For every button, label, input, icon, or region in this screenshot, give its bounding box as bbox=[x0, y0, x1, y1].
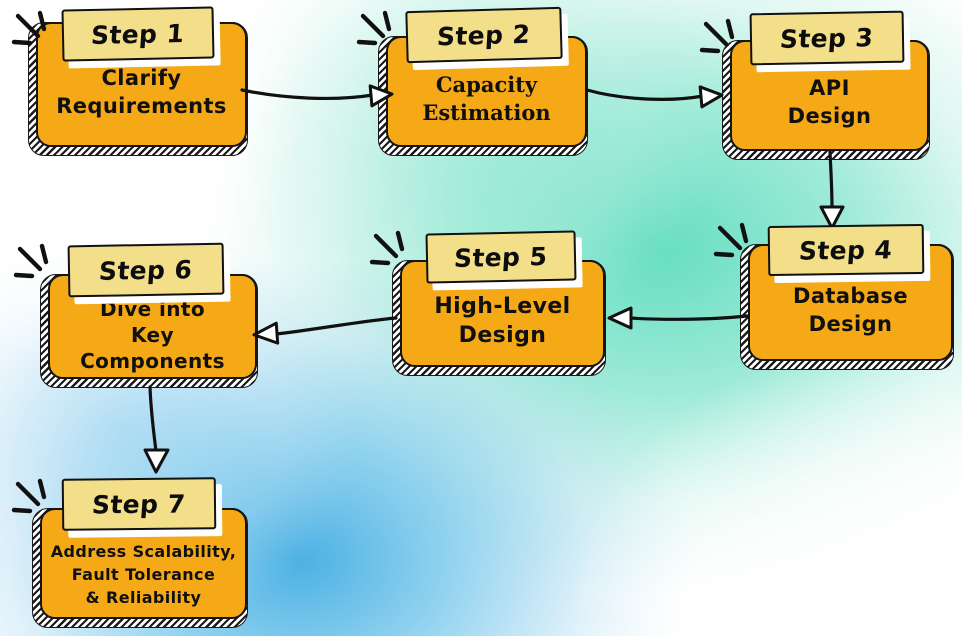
tab-face: Step 4 bbox=[767, 223, 925, 277]
connector-step6-to-step7 bbox=[128, 385, 188, 485]
step-body-text: Capacity Estimation bbox=[422, 72, 551, 125]
step-tab-step1[interactable]: Step 1 bbox=[61, 6, 221, 69]
tab-face: Step 2 bbox=[405, 6, 563, 64]
step-tab-step3[interactable]: Step 3 bbox=[749, 10, 911, 73]
step-body-text: API Design bbox=[787, 76, 872, 128]
step-tab-step4[interactable]: Step 4 bbox=[767, 223, 931, 284]
connector-step4-to-step5 bbox=[604, 295, 749, 345]
connector-step2-to-step3 bbox=[585, 72, 730, 132]
tab-face: Step 1 bbox=[61, 6, 215, 62]
tab-face: Step 6 bbox=[67, 242, 225, 298]
connector-step1-to-step2 bbox=[240, 70, 400, 130]
tab-face: Step 3 bbox=[749, 10, 905, 66]
step-tab-label: Step 4 bbox=[798, 234, 894, 266]
step-tab-label: Step 3 bbox=[779, 22, 875, 54]
step-body-text: High-Level Design bbox=[434, 293, 571, 348]
step-tab-label: Step 5 bbox=[453, 241, 549, 273]
sparkle-burst-icon bbox=[355, 10, 401, 56]
step-tab-label: Step 7 bbox=[91, 488, 187, 520]
step-body-text: Clarify Requirements bbox=[56, 66, 227, 118]
step-tab-label: Step 1 bbox=[90, 18, 186, 50]
connector-step3-to-step4 bbox=[812, 150, 872, 236]
sparkle-burst-icon bbox=[10, 478, 56, 524]
step-tab-step2[interactable]: Step 2 bbox=[405, 6, 569, 70]
step-tab-label: Step 6 bbox=[98, 254, 194, 286]
step-tab-step7[interactable]: Step 7 bbox=[61, 477, 223, 538]
step-tab-step5[interactable]: Step 5 bbox=[425, 230, 583, 291]
step-tab-label: Step 2 bbox=[436, 19, 532, 51]
step-body-text: Database Design bbox=[793, 284, 908, 336]
sparkle-burst-icon bbox=[12, 243, 58, 289]
sparkle-burst-icon bbox=[712, 222, 758, 268]
sparkle-burst-icon bbox=[698, 18, 744, 64]
sparkle-burst-icon bbox=[10, 10, 56, 56]
tab-face: Step 7 bbox=[61, 477, 217, 531]
connector-step5-to-step6 bbox=[243, 302, 398, 358]
step-tab-step6[interactable]: Step 6 bbox=[67, 242, 231, 305]
tab-face: Step 5 bbox=[425, 230, 577, 284]
sparkle-burst-icon bbox=[368, 230, 414, 276]
step-body-text: Dive into Key Components bbox=[80, 296, 225, 373]
step-body-text: Address Scalability, Fault Tolerance & R… bbox=[50, 541, 237, 608]
